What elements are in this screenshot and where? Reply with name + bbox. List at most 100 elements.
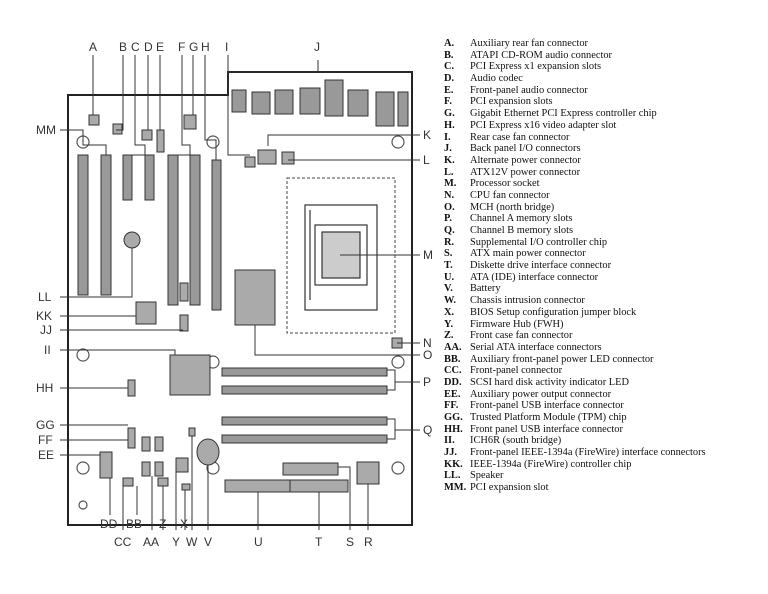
legend-description: Channel A memory slots [470,213,573,225]
pcie-x16-slot [211,159,222,311]
callout-L: L [423,153,430,167]
callout-D: D [144,40,153,54]
legend-code: JJ. [444,447,457,459]
legend-description: ICH6R (south bridge) [470,435,562,447]
callout-X: X [180,517,188,531]
legend-code: P. [444,213,452,225]
legend-code: HH. [444,423,463,435]
legend-code: MM. [444,482,467,494]
legend-description: BIOS Setup configuration jumper block [470,306,637,318]
legend-description: Processor socket [470,178,540,190]
legend-description: Front-panel USB interface connector [470,400,624,412]
callout-K: K [423,128,431,142]
legend-item: V. Battery [444,283,764,295]
legend-item: M. Processor socket [444,178,764,190]
pci-slots [77,154,201,306]
legend-item: E. Front-panel audio connector [444,85,764,97]
legend-description: PCI Express x16 video adapter slot [470,119,617,131]
callout-LL: LL [38,290,52,304]
leader-lines [60,55,420,530]
callout-U: U [254,535,263,549]
legend-code: W. [444,295,457,307]
callout-DD: DD [100,517,118,531]
legend-item: EE.Auxiliary power output connector [444,389,764,401]
legend-description: Alternate power connector [470,154,581,166]
legend-code: GG. [444,412,463,423]
legend-code: AA. [444,341,462,353]
legend-item: D.Audio codec [444,73,764,85]
legend-item: U. ATA (IDE) interface connector [444,272,764,284]
battery [196,438,220,466]
legend-code: T. [444,260,453,272]
legend-code: CC. [444,365,462,377]
callout-H: H [201,40,210,54]
atx-power [282,462,339,476]
callout-J: J [314,40,320,54]
legend-code: M. [444,178,457,190]
memory-slots [221,367,388,444]
legend-item: Z.Front case fan connector [444,330,764,342]
legend-code: E. [444,84,454,96]
small-connectors [88,114,403,491]
legend-item: H. PCI Express x16 video adapter slot [444,120,764,132]
legend-description: Firmware Hub (FWH) [470,318,564,330]
legend-description: IEEE-1394a (FireWire) controller chip [470,458,632,470]
legend-item: X.BIOS Setup configuration jumper block [444,307,764,319]
legend-item: F.PCI expansion slots [444,96,764,108]
callout-EE: EE [38,448,54,462]
legend-item: JJ.Front-panel IEEE-1394a (FireWire) int… [444,447,764,459]
callout-AA: AA [143,535,159,549]
legend-description: Front-panel audio connector [470,84,588,96]
speaker [123,231,141,249]
legend-item: AA.Serial ATA interface connectors [444,342,764,354]
super-io-chip [356,461,380,485]
legend-item: J.Back panel I/O connectors [444,143,764,155]
legend-code: L. [444,166,454,178]
legend-description: Trusted Platform Module (TPM) chip [470,412,627,423]
callout-letters: A B C D E F G H I J K L M N O P Q R S T … [36,40,433,549]
legend-code: BB. [444,353,461,365]
legend-description: Battery [470,283,501,295]
legend-description: PCI expansion slot [470,482,549,494]
legend-code: N. [444,189,455,201]
legend-description: SCSI hard disk activity indicator LED [470,376,630,388]
callout-P: P [423,375,431,389]
legend-item: S.ATX main power connector [444,248,764,260]
legend-item: B.ATAPI CD-ROM audio connector [444,50,764,62]
legend-description: Gigabit Ethernet PCI Express controller … [470,108,657,120]
legend-item: A.Auxiliary rear fan connector [444,38,764,50]
legend-description: Chassis intrusion connector [470,295,585,307]
legend-item: II.ICH6R (south bridge) [444,435,764,447]
legend-description: Auxiliary power output connector [470,388,612,400]
legend-item: DD.SCSI hard disk activity indicator LED [444,377,764,389]
legend-description: ATA (IDE) interface connector [470,271,599,283]
legend-description: Supplemental I/O controller chip [470,236,608,248]
callout-C: C [131,40,140,54]
callout-F: F [178,40,185,54]
legend-item: C.PCI Express x1 expansion slots [444,61,764,73]
legend-code: Q. [444,225,455,236]
callout-T: T [315,535,323,549]
legend-code: G. [444,108,455,120]
callout-O: O [423,348,432,362]
legend-description: ATX main power connector [470,248,586,260]
legend-description: Audio codec [470,73,523,85]
legend-item: FF.Front-panel USB interface connector [444,400,764,412]
legend-code: H. [444,119,455,131]
legend-item: BB.Auxiliary front-panel power LED conne… [444,354,764,366]
legend-code: J. [444,143,452,155]
callout-M: M [423,248,433,262]
legend-item: T.Diskette drive interface connector [444,260,764,272]
callout-R: R [364,535,373,549]
legend-code: V. [444,283,453,295]
legend-item: Y.Firmware Hub (FWH) [444,319,764,331]
legend-description: PCI expansion slots [470,96,553,108]
south-bridge [169,354,211,396]
ide-connector [224,479,291,493]
callout-G: G [189,40,198,54]
legend-description: MCH (north bridge) [470,201,555,213]
legend-description: PCI Express x1 expansion slots [470,61,602,73]
legend-code: U. [444,271,455,283]
callout-II: II [44,343,51,357]
legend-description: CPU fan connector [470,189,550,201]
